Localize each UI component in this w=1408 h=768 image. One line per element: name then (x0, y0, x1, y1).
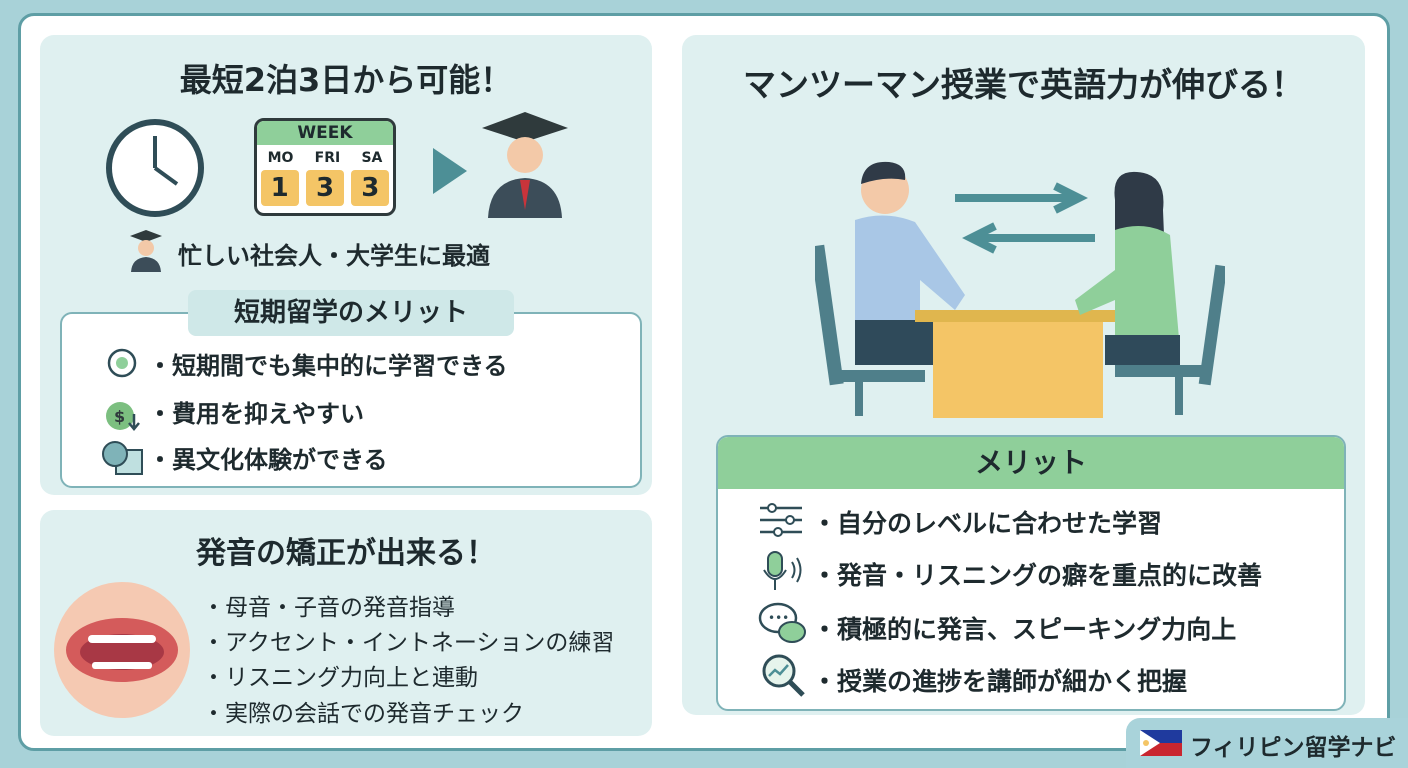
svg-text:$: $ (114, 407, 125, 426)
globe-map-icon (102, 441, 143, 475)
calendar-day: FRI (314, 150, 341, 166)
target-icon (107, 348, 137, 378)
arrow-right-icon (433, 148, 467, 194)
calendar-day: SA (361, 150, 383, 166)
graduate-icon (482, 112, 568, 218)
calendar-icon: WEEK MO FRI SA 1 3 3 (254, 118, 396, 216)
pronunciation-item: ・母音・子音の発音指導 (202, 595, 455, 621)
one-on-one-title: マンツーマン授業で英語力が伸びる！ (743, 65, 1304, 104)
short-stay-merit: ・短期間でも集中的に学習できる (148, 352, 508, 380)
short-stay-title: 最短2泊3日から可能！ (179, 61, 513, 99)
chat-bubbles-icon: ••• (758, 602, 806, 643)
short-stay-merit: ・異文化体験ができる (148, 446, 388, 474)
pronunciation-item: ・アクセント・イントネーションの練習 (202, 630, 615, 656)
pronunciation-item: ・実際の会話での発音チェック (202, 701, 524, 727)
mouth-icon (54, 582, 190, 718)
one-on-one-merit: ・積極的に発言、スピーキング力向上 (812, 615, 1237, 644)
pronunciation-item: ・リスニング力向上と連動 (202, 665, 478, 691)
calendar-header: WEEK (257, 121, 393, 145)
svg-text:•••: ••• (768, 611, 789, 625)
one-on-one-merit: ・発音・リスニングの癖を重点的に改善 (812, 561, 1263, 590)
one-on-one-merit-title: メリット (718, 437, 1344, 489)
calendar-number: 3 (305, 170, 344, 206)
woman-graduate-icon (130, 230, 162, 272)
money-bag-icon: $ (106, 402, 140, 431)
pronunciation-title: 発音の矯正が出来る！ (196, 536, 496, 571)
short-stay-merits-box (60, 312, 642, 488)
sliders-icon (760, 503, 802, 537)
clock-icon (106, 119, 204, 217)
lesson-illustration (815, 161, 1225, 418)
calendar-number: 1 (260, 170, 299, 206)
magnifier-chart-icon (762, 654, 805, 697)
calendar-day: MO (267, 150, 294, 166)
calendar-number: 3 (351, 170, 390, 206)
philippines-flag-icon (1140, 730, 1182, 756)
brand-name: フィリピン留学ナビ (1190, 735, 1397, 761)
one-on-one-merits-box: メリット (716, 435, 1346, 711)
short-stay-merit-title: 短期留学のメリット (188, 290, 514, 336)
short-stay-merit: ・費用を抑えやすい (148, 400, 364, 428)
brand-badge: フィリピン留学ナビ (1126, 718, 1408, 768)
one-on-one-merit: ・授業の進捗を講師が細かく把握 (812, 667, 1188, 696)
target-audience: 忙しい社会人・大学生に最適 (178, 242, 490, 270)
microphone-icon (763, 551, 802, 590)
one-on-one-merit: ・自分のレベルに合わせた学習 (812, 509, 1163, 538)
